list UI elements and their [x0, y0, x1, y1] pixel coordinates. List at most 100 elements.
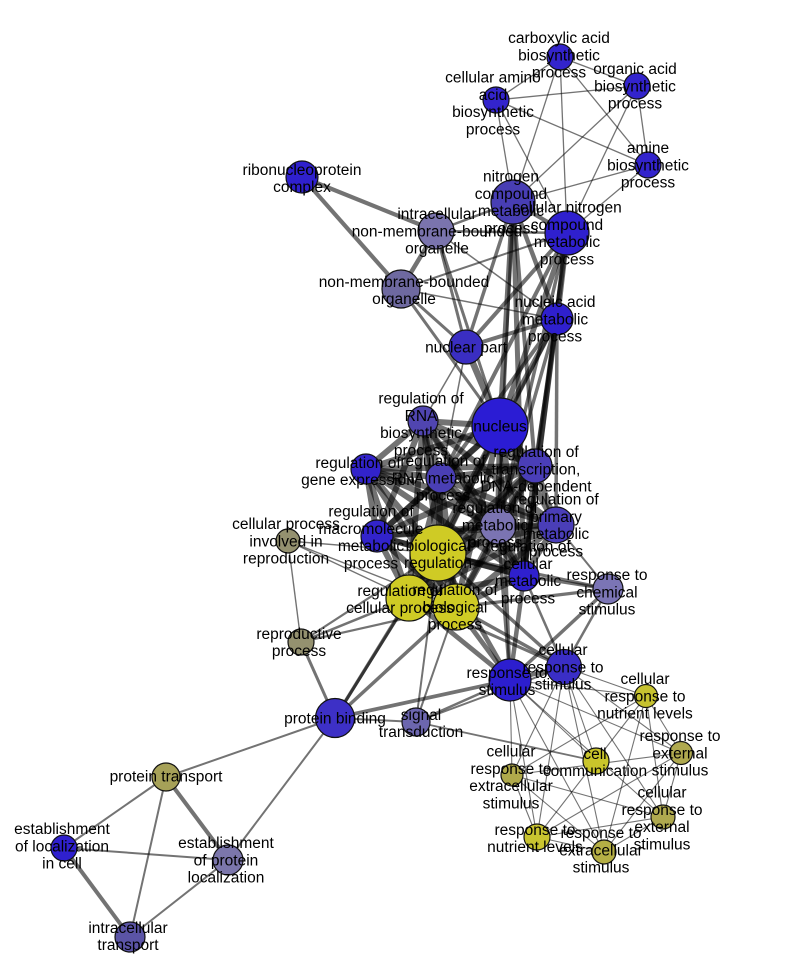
- svg-text:regulation of: regulation of: [485, 538, 571, 555]
- svg-text:gene expression: gene expression: [301, 472, 415, 489]
- svg-text:process: process: [466, 121, 521, 138]
- svg-text:compound: compound: [531, 217, 603, 234]
- svg-text:regulation of: regulation of: [513, 491, 599, 508]
- svg-text:metabolic: metabolic: [338, 538, 405, 555]
- svg-text:process: process: [468, 535, 523, 552]
- svg-text:response to: response to: [561, 825, 642, 842]
- svg-text:metabolic: metabolic: [495, 573, 562, 590]
- svg-text:complex: complex: [273, 179, 331, 196]
- svg-text:extracellular: extracellular: [559, 842, 643, 859]
- svg-text:process: process: [608, 96, 663, 113]
- svg-text:regulation of: regulation of: [400, 453, 486, 470]
- svg-text:metabolic: metabolic: [523, 526, 590, 543]
- svg-text:compound: compound: [475, 186, 547, 203]
- svg-text:organic acid: organic acid: [593, 61, 677, 78]
- svg-text:response to: response to: [567, 567, 648, 584]
- svg-text:transcription,: transcription,: [492, 461, 581, 478]
- svg-text:reproduction: reproduction: [243, 551, 329, 568]
- svg-text:non-membrane-bounded: non-membrane-bounded: [319, 274, 490, 291]
- svg-text:RNA: RNA: [405, 408, 438, 425]
- svg-text:of localization: of localization: [15, 838, 109, 855]
- svg-text:stimulus: stimulus: [573, 860, 630, 877]
- svg-text:ribonucleoprotein: ribonucleoprotein: [243, 162, 362, 179]
- svg-text:protein transport: protein transport: [110, 768, 224, 785]
- svg-text:cellular: cellular: [620, 671, 669, 688]
- svg-text:cellular process: cellular process: [346, 600, 454, 617]
- svg-text:carboxylic acid: carboxylic acid: [508, 30, 610, 47]
- svg-text:cellular nitrogen: cellular nitrogen: [512, 200, 621, 217]
- svg-text:process: process: [529, 543, 584, 560]
- svg-text:regulation of: regulation of: [328, 504, 414, 521]
- svg-text:biosynthetic: biosynthetic: [380, 425, 462, 442]
- svg-text:in cell: in cell: [42, 856, 82, 873]
- svg-text:stimulus: stimulus: [652, 763, 709, 780]
- svg-text:nutrient levels: nutrient levels: [487, 839, 583, 856]
- svg-text:communication: communication: [543, 763, 647, 780]
- svg-text:nutrient levels: nutrient levels: [597, 706, 693, 723]
- svg-text:regulation of: regulation of: [315, 455, 401, 472]
- svg-text:nitrogen: nitrogen: [483, 169, 539, 186]
- svg-text:DNA-dependent: DNA-dependent: [480, 479, 592, 496]
- svg-text:nucleus: nucleus: [473, 418, 527, 435]
- svg-text:regulation: regulation: [404, 555, 472, 572]
- svg-text:reproductive: reproductive: [256, 626, 341, 643]
- svg-text:protein binding: protein binding: [284, 710, 386, 727]
- svg-text:biological: biological: [406, 538, 471, 555]
- svg-text:primary: primary: [530, 509, 582, 526]
- svg-text:biosynthetic: biosynthetic: [518, 47, 600, 64]
- svg-text:chemical: chemical: [576, 584, 637, 601]
- svg-text:biosynthetic: biosynthetic: [594, 78, 676, 95]
- svg-text:cellular process: cellular process: [232, 516, 340, 533]
- svg-text:non-membrane-bounded: non-membrane-bounded: [352, 223, 523, 240]
- svg-text:involved in: involved in: [249, 533, 322, 550]
- svg-text:of protein: of protein: [194, 852, 259, 869]
- svg-text:metabolic: metabolic: [522, 311, 589, 328]
- svg-text:process: process: [272, 643, 327, 660]
- svg-text:organelle: organelle: [405, 241, 469, 258]
- svg-text:response to: response to: [471, 761, 552, 778]
- svg-text:intracellular: intracellular: [397, 206, 476, 223]
- svg-text:response to: response to: [495, 822, 576, 839]
- svg-text:metabolic: metabolic: [478, 203, 545, 220]
- svg-text:transduction: transduction: [379, 724, 463, 741]
- svg-text:regulation of: regulation of: [357, 583, 443, 600]
- svg-text:stimulus: stimulus: [483, 795, 540, 812]
- svg-text:signal: signal: [401, 707, 442, 724]
- svg-text:nuclear part: nuclear part: [425, 339, 508, 356]
- svg-text:stimulus: stimulus: [535, 677, 592, 694]
- svg-text:acid: acid: [479, 87, 507, 104]
- svg-text:process: process: [394, 442, 449, 459]
- svg-text:intracellular: intracellular: [88, 920, 167, 937]
- svg-text:establishment: establishment: [178, 835, 274, 852]
- svg-text:cellular: cellular: [637, 784, 686, 801]
- svg-text:localization: localization: [188, 870, 265, 887]
- svg-text:stimulus: stimulus: [634, 836, 691, 853]
- svg-text:response to: response to: [640, 728, 721, 745]
- svg-text:cell: cell: [583, 746, 606, 763]
- svg-text:biological: biological: [423, 599, 488, 616]
- svg-text:RNA metabolic: RNA metabolic: [392, 470, 495, 487]
- svg-text:response to: response to: [605, 688, 686, 705]
- svg-text:response to: response to: [467, 665, 548, 682]
- svg-text:macromolecule: macromolecule: [318, 521, 423, 538]
- svg-text:response to: response to: [523, 659, 604, 676]
- svg-text:process: process: [344, 555, 399, 572]
- svg-text:response to: response to: [622, 802, 703, 819]
- svg-text:metabolic: metabolic: [462, 517, 529, 534]
- svg-text:cellular amino: cellular amino: [445, 70, 541, 87]
- svg-text:amine: amine: [627, 140, 669, 157]
- svg-text:transport: transport: [97, 937, 159, 954]
- svg-text:organelle: organelle: [372, 291, 436, 308]
- svg-text:cellular: cellular: [503, 556, 552, 573]
- svg-text:cellular: cellular: [486, 743, 535, 760]
- svg-text:process: process: [428, 617, 483, 634]
- svg-text:biosynthetic: biosynthetic: [452, 104, 534, 121]
- svg-text:regulation of: regulation of: [452, 500, 538, 517]
- svg-text:process: process: [484, 220, 539, 237]
- svg-text:cellular: cellular: [538, 642, 587, 659]
- svg-text:regulation of: regulation of: [378, 390, 464, 407]
- svg-text:external: external: [634, 819, 689, 836]
- svg-text:establishment: establishment: [14, 821, 110, 838]
- svg-text:stimulus: stimulus: [479, 682, 536, 699]
- svg-text:process: process: [540, 251, 595, 268]
